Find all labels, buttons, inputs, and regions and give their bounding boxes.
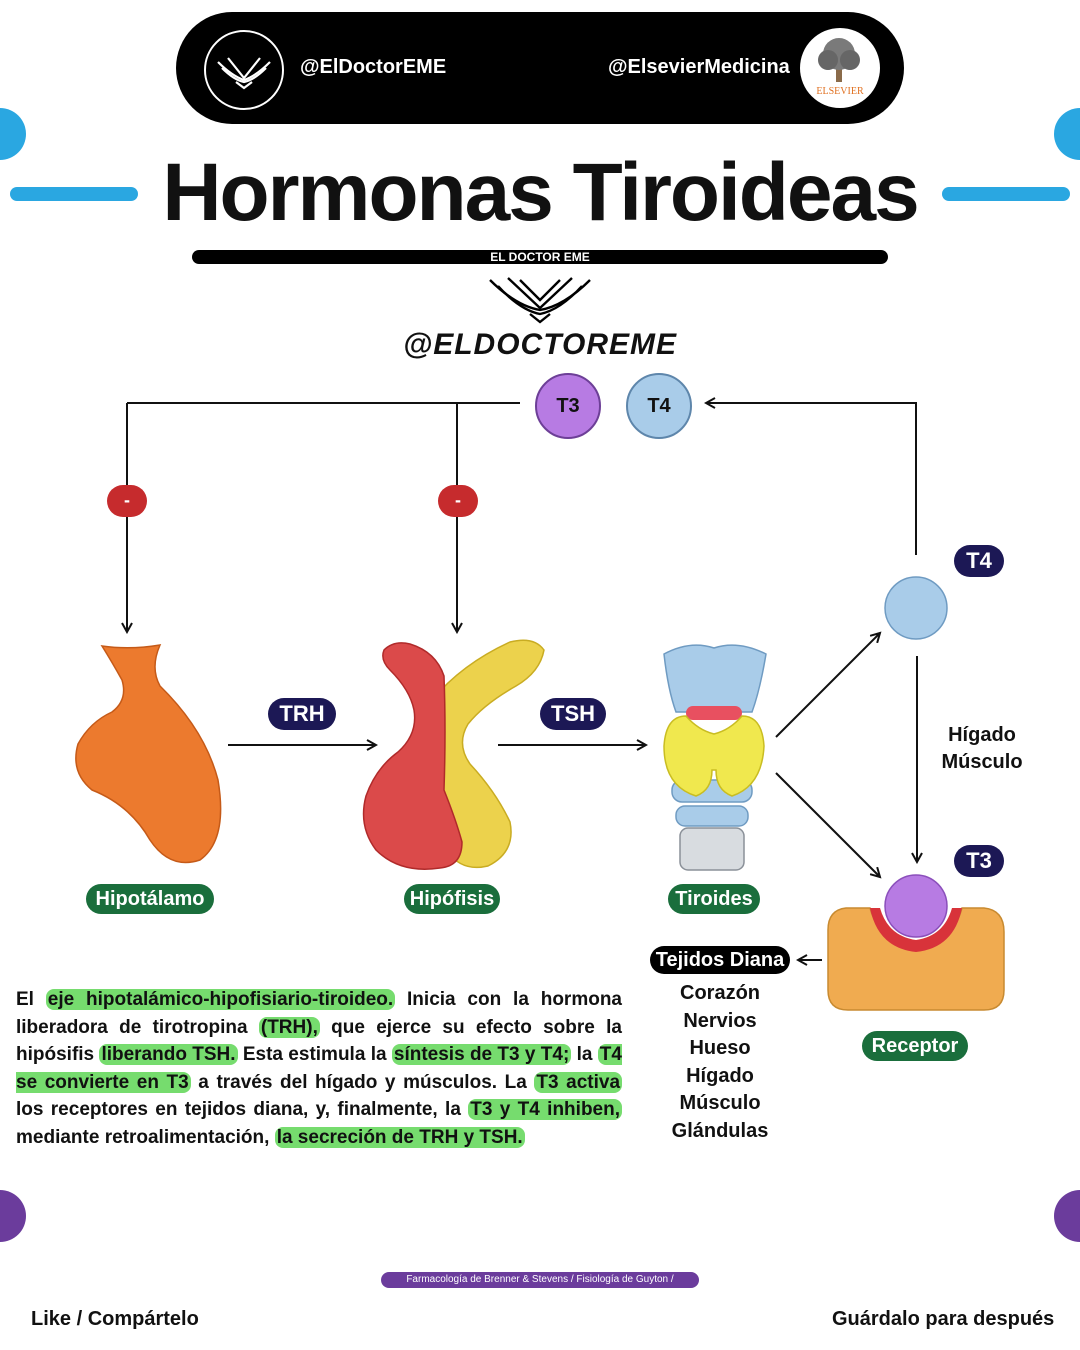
- target-tissue-item: Músculo: [679, 1092, 761, 1115]
- elsevier-logo-text: ELSEVIER: [816, 86, 864, 97]
- conversion-site-liver: Hígado: [948, 724, 1016, 746]
- t4-return-arrow: [706, 403, 917, 555]
- paragraph-text: El: [16, 989, 46, 1010]
- subtitle-bar: [192, 250, 888, 264]
- tsh-label: TSH: [540, 698, 606, 730]
- footer-save-later[interactable]: Guárdalo para después: [832, 1308, 1055, 1330]
- inhibit-hypothalamus-badge: -: [107, 485, 147, 517]
- brand-emblem-icon: [486, 270, 594, 330]
- pituitary-anterior-shape: [362, 642, 463, 870]
- paragraph-text: los receptores en tejidos diana, y, fina…: [16, 1099, 469, 1121]
- target-tissue-item: Glándulas: [671, 1119, 769, 1142]
- brand-handle: @ELDOCTOREME: [402, 328, 678, 361]
- target-tissues-list: Corazón Nervios Hueso Hígado Músculo Glá…: [650, 980, 790, 1146]
- paragraph-highlight: (TRH),: [258, 1016, 320, 1038]
- inhibit-pituitary-badge: -: [438, 485, 478, 517]
- target-tissue-item: Corazón: [680, 982, 760, 1004]
- thyroid-larynx-shape: [663, 644, 767, 871]
- t4-circle: T4: [626, 373, 692, 439]
- doctor-eme-logo-icon: [204, 30, 284, 110]
- thyroid-to-t4-arrow: [775, 633, 880, 738]
- paragraph-highlight: síntesis de T3 y T4;: [391, 1044, 572, 1066]
- elsevier-logo-icon: ELSEVIER: [800, 28, 880, 108]
- header-left-handle[interactable]: @ElDoctorEME: [300, 56, 447, 78]
- header-bar: [176, 12, 904, 124]
- thyroid-label: Tiroides: [668, 884, 760, 914]
- paragraph-highlight: eje hipotalámico-hipofisiario-tiroideo.: [45, 989, 396, 1010]
- t4-side-label: T4: [954, 545, 1004, 577]
- title-line-right: [942, 187, 1070, 201]
- paragraph-text: Esta estimula la: [237, 1044, 392, 1066]
- paragraph-highlight: liberando TSH.: [99, 1044, 238, 1066]
- explanation-paragraph: El eje hipotalámico-hipofisiario-tiroide…: [16, 986, 623, 1152]
- thyroid-to-receptor-arrow: [775, 772, 880, 877]
- receptor-label: Receptor: [862, 1031, 968, 1061]
- paragraph-text: mediante retroalimentación,: [16, 1126, 275, 1148]
- target-tissue-item: Hígado: [686, 1064, 754, 1087]
- paragraph-text: a través del hígado y músculos. La: [190, 1071, 535, 1093]
- paragraph-highlight: la secreción de TRH y TSH.: [274, 1126, 525, 1148]
- t4-free-circle: [884, 576, 948, 640]
- paragraph-text: Inicia con la hormona liberadora de tiro…: [16, 989, 622, 1038]
- receptor-shape: [827, 874, 1005, 1011]
- t3-circle: T3: [535, 373, 601, 439]
- paragraph-highlight: T3 y T4 inhiben,: [468, 1099, 622, 1121]
- paragraph-highlight: T3 activa: [534, 1071, 623, 1093]
- page-title: Hormonas Tiroideas: [162, 147, 919, 238]
- footer-like-share[interactable]: Like / Compártelo: [31, 1308, 199, 1330]
- conversion-site-muscle: Músculo: [941, 751, 1023, 773]
- target-tissues-label: Tejidos Diana: [650, 946, 790, 974]
- hypothalamus-shape: [75, 644, 222, 864]
- target-tissue-item: Nervios: [683, 1009, 757, 1032]
- target-tissue-item: Hueso: [689, 1037, 751, 1060]
- paragraph-text: que ejerce su efecto sobre la hipósifis: [16, 1016, 622, 1066]
- source-credit: Farmacología de Brenner & Stevens / Fisi…: [381, 1272, 699, 1301]
- hypothalamus-label: Hipotálamo: [86, 884, 214, 914]
- title-line-left: [10, 187, 138, 201]
- t3-side-label: T3: [954, 845, 1004, 877]
- paragraph-text: la: [571, 1044, 598, 1066]
- header-right-handle[interactable]: @ElsevierMedicina: [608, 56, 790, 78]
- pituitary-label: Hipófisis: [404, 884, 500, 914]
- subtitle-bar-label: EL DOCTOR EME: [490, 250, 590, 264]
- conversion-sites: Hígado Músculo: [930, 722, 1034, 776]
- trh-label: TRH: [268, 698, 336, 730]
